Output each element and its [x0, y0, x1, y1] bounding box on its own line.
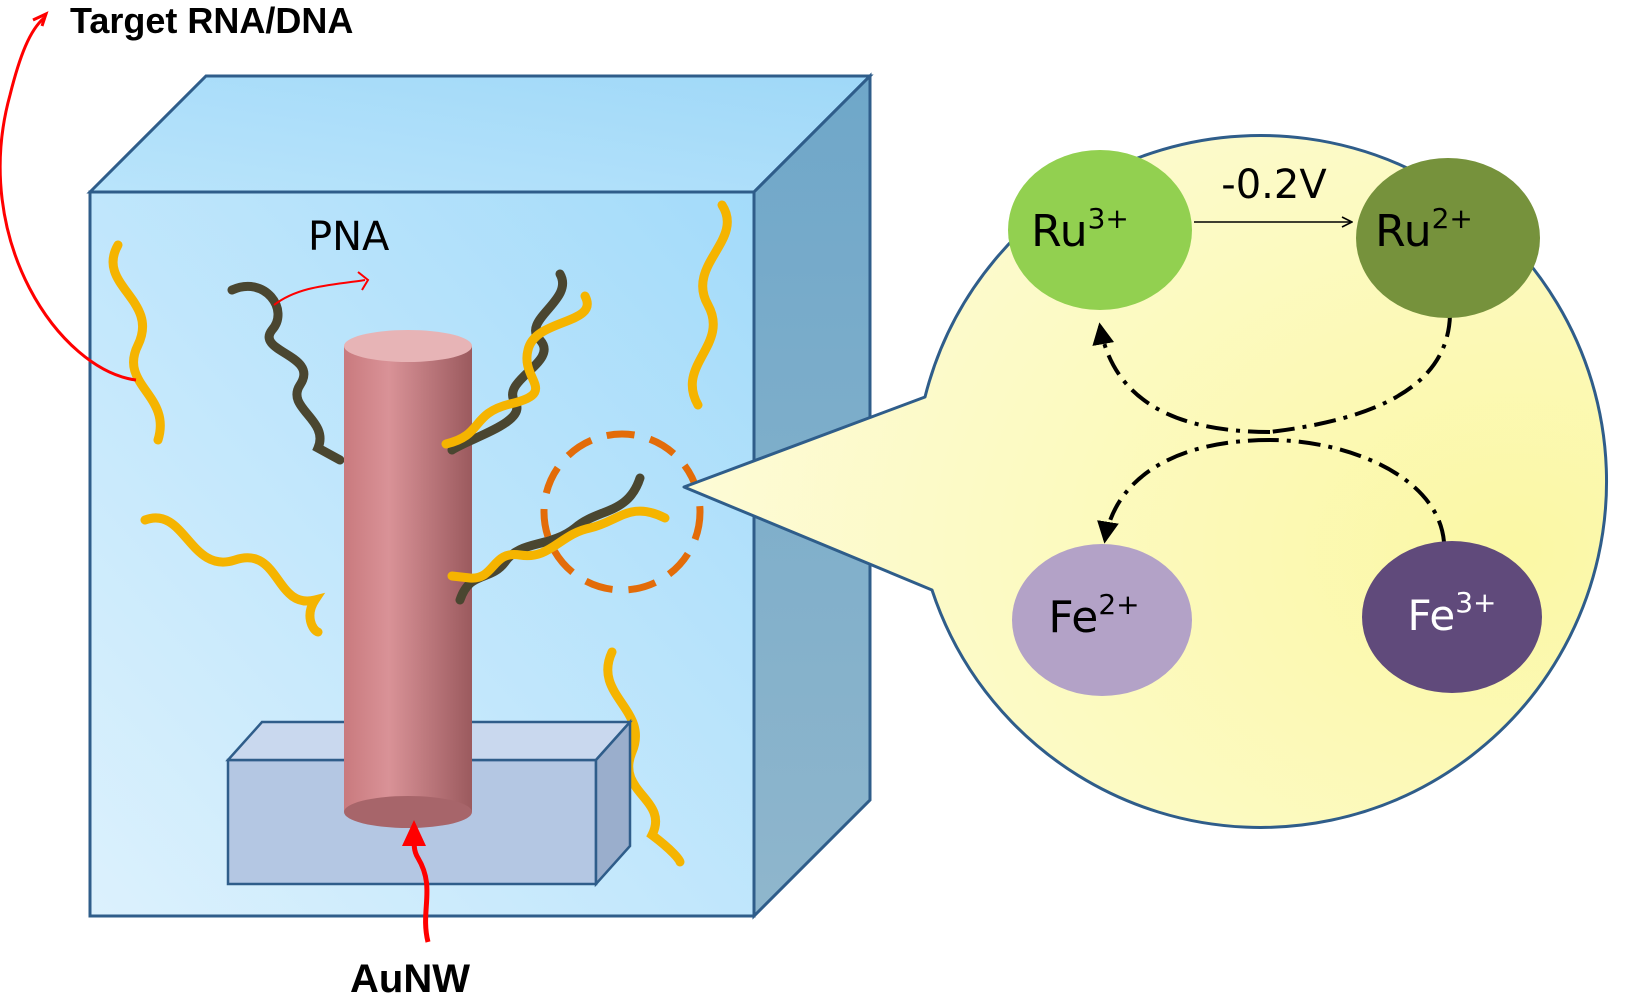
ion-ru2-label: Ru2+ [1375, 202, 1473, 257]
arrow-center-to-fe2 [1097, 438, 1271, 544]
highlight-ring [540, 430, 704, 594]
gold-nanowire [225, 330, 633, 888]
ion-fe2: Fe2+ [1012, 544, 1192, 696]
target-strand [447, 506, 670, 583]
target-strands [108, 200, 732, 867]
target-pointer-hook [32, 11, 49, 27]
nanowire-bottom [344, 796, 472, 828]
target-strand [140, 513, 326, 637]
box-top-face [86, 74, 874, 194]
target-strand [441, 291, 592, 449]
arrow-fe3-to-center [1269, 438, 1446, 543]
target-strand [108, 240, 165, 445]
nanowire-top [344, 330, 472, 362]
ion-fe2-circle [1012, 544, 1192, 696]
arrow-ru2-to-center [1269, 314, 1452, 434]
ion-ru3: Ru3+ [1008, 150, 1192, 310]
aunw-pointer-head [402, 820, 426, 846]
arrow-center-to-ru3 [1092, 322, 1271, 434]
pna-label: PNA [308, 214, 390, 260]
ion-ru3-circle [1008, 150, 1192, 310]
pna-strands [227, 281, 345, 465]
hybridized-duplexes [441, 269, 670, 605]
ion-fe3-label: Fe3+ [1408, 586, 1497, 640]
ion-ru2: Ru2+ [1356, 158, 1540, 318]
pna-strand [227, 281, 345, 465]
redox-cycle [1092, 222, 1452, 544]
target-strand [603, 647, 685, 867]
ion-fe3: Fe3+ [1362, 541, 1542, 693]
nanowire-base-side [594, 718, 632, 888]
ion-fe3-circle [1362, 541, 1542, 693]
ion-ru2-circle [1356, 158, 1540, 318]
pna-pointer-hook [357, 271, 370, 291]
ion-fe2-label: Fe2+ [1048, 588, 1139, 643]
aunw-label: AuNW [350, 957, 470, 1000]
target-strand [687, 200, 732, 410]
ion-ru3-label: Ru3+ [1031, 202, 1129, 257]
target-label: Target RNA/DNA [70, 0, 353, 41]
target-pointer [0, 16, 137, 382]
voltage-label: -0.2V [1221, 162, 1327, 208]
pna-pointer [273, 279, 366, 306]
